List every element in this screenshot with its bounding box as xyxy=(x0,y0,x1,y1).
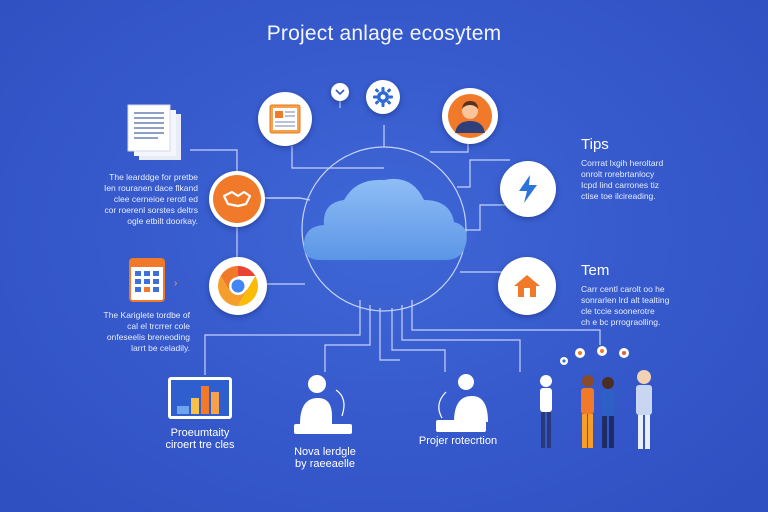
text-line: sonrarlen lrd alt tealting xyxy=(581,295,670,305)
left-text-block-1: The learddge for pretbe Ien rouranen dac… xyxy=(80,172,198,227)
text-line: ctise toe ilcireading. xyxy=(581,191,656,201)
cloud-icon xyxy=(303,178,467,260)
tem-text: Carr centl carolt oo he sonrarlen lrd al… xyxy=(581,284,701,328)
text-line: ch e bc prrograolling. xyxy=(581,317,661,327)
person-at-laptop-icon xyxy=(292,372,354,436)
text-line: onfeseelis breneoding xyxy=(106,332,190,342)
tem-heading: Tem xyxy=(581,262,610,279)
text-line: larrt be celadily. xyxy=(131,343,190,353)
monitor-chart-icon xyxy=(167,376,233,424)
monitor-label: Proeumtaity ciroert tre cles xyxy=(140,427,260,451)
person2-label: Projer rotecrtion xyxy=(418,435,498,447)
text-line: cle tccie soonerotre xyxy=(581,306,655,316)
tips-text: Corrrat lxgih heroltard onrolt rorebrtan… xyxy=(581,158,701,202)
text-line: clee cerneioe rerotl ed xyxy=(113,194,198,204)
text-line: cor roerenl sorstes deltrs xyxy=(104,205,198,215)
tips-heading: Tips xyxy=(581,136,609,153)
team-people-icon xyxy=(532,345,662,453)
browser-icon[interactable] xyxy=(209,257,267,315)
person1-label: Nova lerdgle by raeeaelle xyxy=(265,446,385,470)
text-line: Carr centl carolt oo he xyxy=(581,284,665,294)
chevron-down-icon[interactable] xyxy=(331,83,349,101)
left-text-block-2: The Kariglete tordbe of cal el trcrrer c… xyxy=(78,310,190,354)
label-line: Nova lerdgle xyxy=(294,446,356,458)
person-avatar-icon[interactable] xyxy=(442,88,498,144)
document-stack-icon xyxy=(125,104,189,162)
newspaper-icon[interactable] xyxy=(258,92,312,146)
text-line: onrolt rorebrtanlocy xyxy=(581,169,655,179)
arrow-right-icon: › xyxy=(174,278,178,289)
lightning-icon[interactable] xyxy=(500,161,556,217)
text-line: cal el trcrrer cole xyxy=(127,321,190,331)
label-line: Proeumtaity xyxy=(170,427,230,439)
person-at-desk-icon xyxy=(432,372,494,436)
home-icon[interactable] xyxy=(498,257,556,315)
text-line: ogle etbilt doorkay. xyxy=(127,216,198,226)
text-line: The Kariglete tordbe of xyxy=(103,310,190,320)
text-line: Corrrat lxgih heroltard xyxy=(581,158,664,168)
handshake-icon[interactable] xyxy=(209,171,265,227)
text-line: Icpd lind carrones tiz xyxy=(581,180,659,190)
label-line: ciroert tre cles xyxy=(165,439,235,451)
diagram-title: Project anlage ecosytem xyxy=(266,22,502,45)
text-line: The learddge for pretbe xyxy=(109,172,198,182)
calendar-icon xyxy=(129,256,165,302)
text-line: Ien rouranen dace flkand xyxy=(103,183,198,193)
label-line: by raeeaelle xyxy=(295,458,355,470)
gear-icon[interactable] xyxy=(366,80,400,114)
